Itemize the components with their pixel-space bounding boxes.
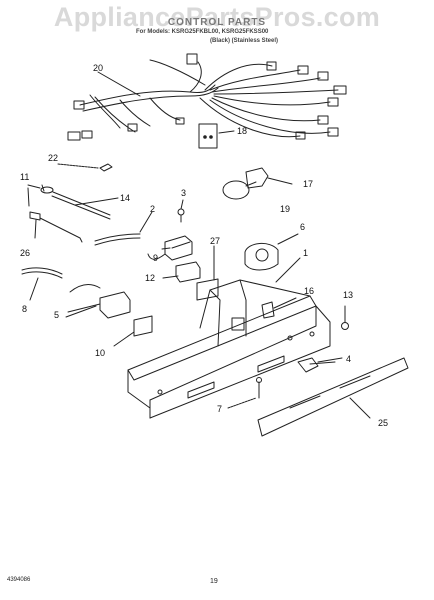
- callout-4: 4: [346, 354, 351, 364]
- tube-part: [94, 233, 141, 246]
- clip-part: [57, 163, 113, 172]
- finish-line: (Black) (Stainless Steel): [210, 38, 279, 44]
- callout-25: 25: [378, 418, 388, 428]
- callout-8: 8: [22, 304, 27, 314]
- callout-20: 20: [93, 63, 103, 73]
- screw-part-7: [227, 377, 262, 409]
- callout-10: 10: [95, 348, 105, 358]
- callout-18: 18: [237, 126, 247, 136]
- callout-17: 17: [303, 179, 313, 189]
- document-number: 4394086: [7, 577, 31, 583]
- callout-19: 19: [280, 204, 290, 214]
- callout-16: 16: [304, 286, 314, 296]
- models-line: For Models: KSRG25FKBL00, KSRG25FKSS00: [136, 29, 269, 35]
- label-card-10: [113, 315, 153, 347]
- control-housing-1: [127, 257, 331, 419]
- switch-part-5: [67, 284, 131, 319]
- callout-7: 7: [217, 404, 222, 414]
- tube-part-8: [21, 267, 63, 279]
- plate-part: [198, 123, 235, 149]
- sensor-part: [27, 184, 111, 243]
- callout-27: 27: [210, 236, 220, 246]
- lamp-socket-part: [245, 167, 293, 189]
- callout-12: 12: [145, 273, 155, 283]
- wiring-harness: [67, 53, 347, 141]
- callout-5: 5: [54, 310, 59, 320]
- callout-3: 3: [181, 188, 186, 198]
- callout-26: 26: [20, 248, 30, 258]
- callout-22: 22: [48, 153, 58, 163]
- callout-11: 11: [20, 172, 29, 182]
- screw-part-16: [261, 297, 297, 319]
- callout-13: 13: [343, 290, 353, 300]
- callout-1: 1: [303, 248, 308, 258]
- switch-part-12: [162, 261, 201, 283]
- thermostat-part: [244, 233, 299, 271]
- watermark: AppliancePartsPros.com: [53, 2, 381, 32]
- screw-part-3: [177, 208, 185, 223]
- screw-part-13: [341, 305, 349, 330]
- switch-part-9: [147, 235, 193, 261]
- control-board-27: [196, 245, 219, 301]
- bulb-part: [222, 180, 257, 200]
- callout-14: 14: [120, 193, 130, 203]
- callout-9: 9: [153, 253, 158, 263]
- callout-6: 6: [300, 222, 305, 232]
- leader-lines: [29, 71, 336, 365]
- clip-part-4: [297, 357, 343, 373]
- diagram-title: CONTROL PARTS: [167, 17, 267, 28]
- page-number: 19: [210, 578, 218, 585]
- trim-strip-25: [257, 357, 409, 437]
- callout-2: 2: [150, 204, 155, 214]
